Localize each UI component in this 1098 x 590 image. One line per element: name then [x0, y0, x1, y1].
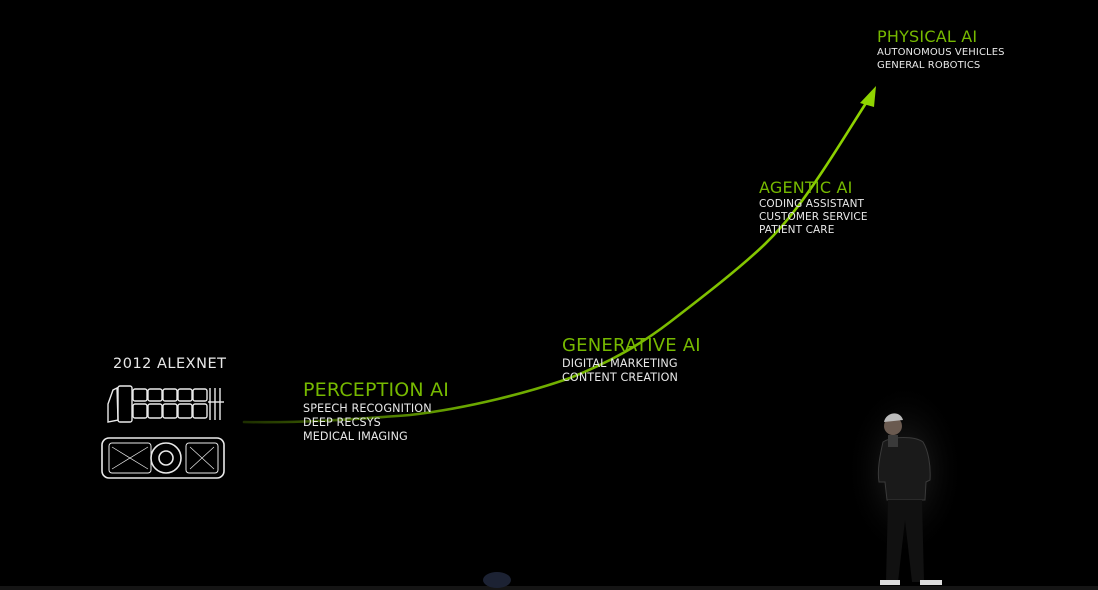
stage-agentic-ai: AGENTIC AI CODING ASSISTANT CUSTOMER SER…	[759, 178, 868, 237]
stage-title: AGENTIC AI	[759, 178, 853, 197]
stage-item: DEEP RECSYS	[303, 416, 381, 429]
graphics-card-icon	[101, 437, 225, 479]
stage-item: AUTONOMOUS VEHICLES	[877, 47, 1005, 58]
stage-item: CONTENT CREATION	[562, 371, 678, 384]
stage-item: SPEECH RECOGNITION	[303, 402, 432, 415]
stage-perception-ai: PERCEPTION AI SPEECH RECOGNITION DEEP RE…	[303, 379, 449, 444]
stage-generative-ai: GENERATIVE AI DIGITAL MARKETING CONTENT …	[562, 335, 701, 385]
growth-curve-arrowhead-icon	[860, 86, 876, 107]
stage-physical-ai: PHYSICAL AI AUTONOMOUS VEHICLES GENERAL …	[877, 27, 1005, 72]
stage-title: PHYSICAL AI	[877, 27, 978, 46]
stage-item: CUSTOMER SERVICE	[759, 211, 868, 223]
gpu-board-icon	[107, 385, 224, 423]
stage-floor	[0, 586, 1098, 590]
stage-item: MEDICAL IMAGING	[303, 430, 408, 443]
stage-item: GENERAL ROBOTICS	[877, 59, 981, 71]
stage-item: CODING ASSISTANT	[759, 198, 865, 210]
stage-light	[483, 572, 511, 588]
growth-curve	[242, 98, 870, 424]
stage-item: PATIENT CARE	[759, 224, 835, 236]
stage-title: GENERATIVE AI	[562, 335, 701, 356]
stage-title: PERCEPTION AI	[303, 379, 450, 401]
presenter-figure	[845, 380, 965, 585]
alexnet-label: 2012 ALEXNET	[113, 356, 227, 372]
stage-item: DIGITAL MARKETING	[562, 357, 678, 370]
